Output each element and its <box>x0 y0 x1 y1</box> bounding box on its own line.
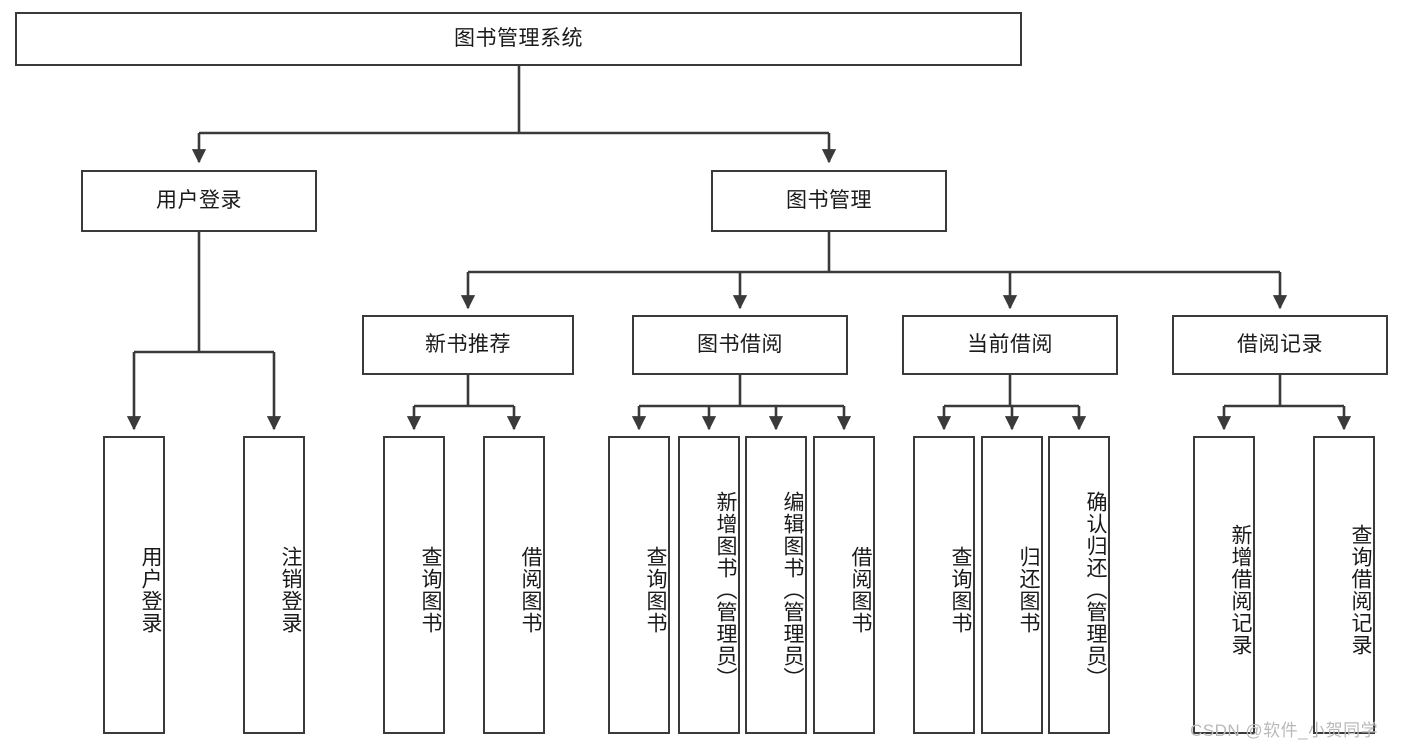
node-leaf-query-record[interactable]: 查询借阅记录 <box>1313 436 1375 734</box>
leaf-label: 查询图书 <box>949 546 972 634</box>
node-leaf-query-book-1[interactable]: 查询图书 <box>383 436 445 734</box>
node-borrow-record[interactable]: 借阅记录 <box>1172 315 1388 375</box>
leaf-label: 借阅图书 <box>519 546 542 634</box>
leaf-label: 注销登录 <box>279 546 302 634</box>
leaf-label: 查询借阅记录 <box>1349 524 1372 656</box>
node-new-book-recommend[interactable]: 新书推荐 <box>362 315 574 375</box>
leaf-label: 编辑图书（管理员） <box>781 491 804 689</box>
node-user-login[interactable]: 用户登录 <box>81 170 317 232</box>
node-leaf-return-book[interactable]: 归还图书 <box>981 436 1043 734</box>
leaf-label: 新增图书（管理员） <box>714 491 737 689</box>
node-current-borrow[interactable]: 当前借阅 <box>902 315 1118 375</box>
leaf-label: 查询图书 <box>419 546 442 634</box>
node-book-borrow[interactable]: 图书借阅 <box>632 315 848 375</box>
leaf-label: 查询图书 <box>644 546 667 634</box>
leaf-label: 用户登录 <box>139 546 162 634</box>
node-leaf-edit-book[interactable]: 编辑图书（管理员） <box>745 436 807 734</box>
leaf-label: 新增借阅记录 <box>1229 524 1252 656</box>
leaf-label: 确认归还（管理员） <box>1084 491 1107 689</box>
node-leaf-user-login[interactable]: 用户登录 <box>103 436 165 734</box>
node-leaf-logout-login[interactable]: 注销登录 <box>243 436 305 734</box>
leaf-label: 借阅图书 <box>849 546 872 634</box>
node-leaf-add-record[interactable]: 新增借阅记录 <box>1193 436 1255 734</box>
node-leaf-add-book[interactable]: 新增图书（管理员） <box>678 436 740 734</box>
node-leaf-query-book-2[interactable]: 查询图书 <box>608 436 670 734</box>
node-leaf-query-book-3[interactable]: 查询图书 <box>913 436 975 734</box>
node-leaf-borrow-book-2[interactable]: 借阅图书 <box>813 436 875 734</box>
leaf-label: 归还图书 <box>1017 546 1040 634</box>
node-leaf-borrow-book-1[interactable]: 借阅图书 <box>483 436 545 734</box>
csdn-watermark: CSDN @软件_小贺同学 <box>1190 721 1379 740</box>
node-leaf-confirm-return[interactable]: 确认归还（管理员） <box>1048 436 1110 734</box>
node-book-management[interactable]: 图书管理 <box>711 170 947 232</box>
node-root[interactable]: 图书管理系统 <box>15 12 1022 66</box>
